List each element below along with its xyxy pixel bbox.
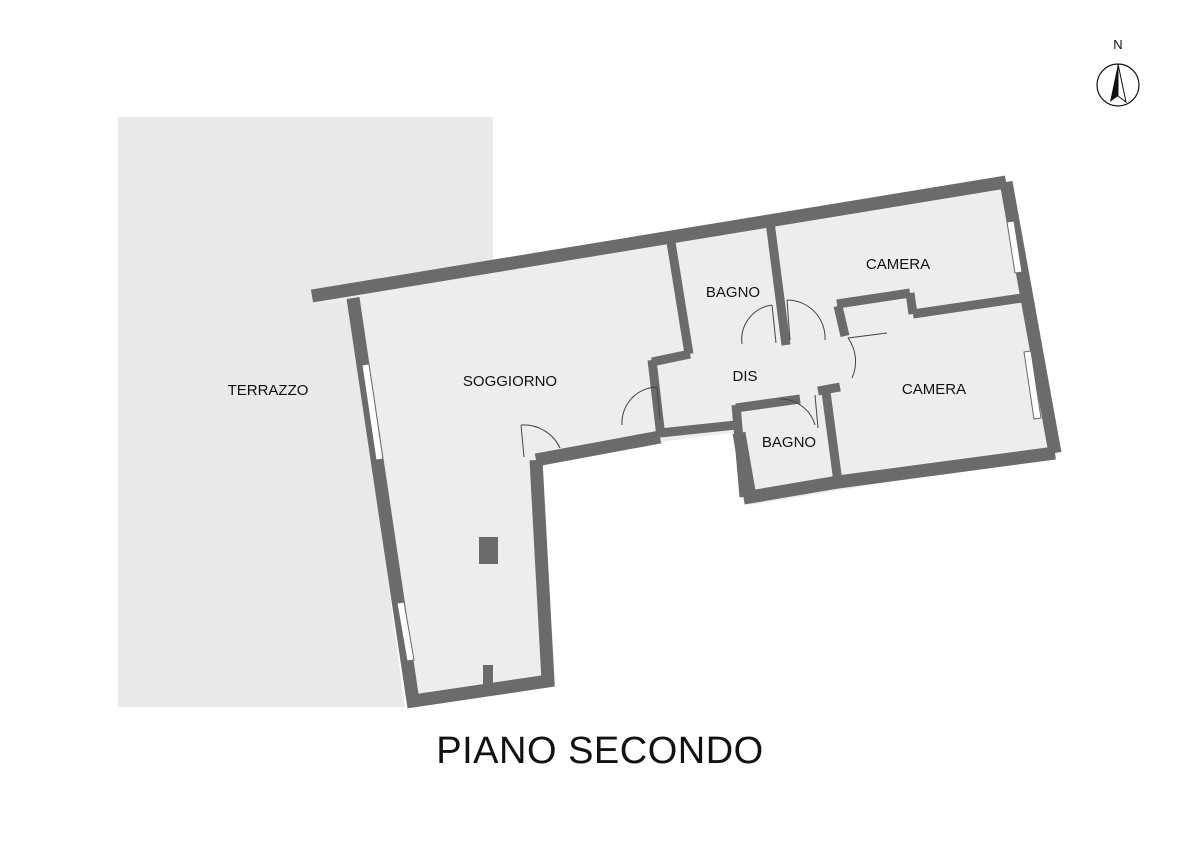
room-label-camera-2: CAMERA (902, 381, 966, 398)
room-label-terrazzo: TERRAZZO (228, 382, 309, 399)
room-label-bagno-2: BAGNO (762, 434, 816, 451)
room-label-dis: DIS (732, 368, 757, 385)
floor-title: PIANO SECONDO (436, 730, 764, 772)
north-label: N (1113, 37, 1122, 52)
column (479, 537, 498, 564)
room-label-bagno-1: BAGNO (706, 284, 760, 301)
apartment-floor (312, 178, 1055, 707)
room-label-soggiorno: SOGGIORNO (463, 373, 557, 390)
interior-walls (647, 221, 1023, 498)
wall-stub (483, 665, 493, 685)
windows (361, 220, 1042, 662)
north-arrow-icon: N (1096, 37, 1140, 107)
terrace-area (118, 117, 493, 707)
doors (520, 299, 888, 458)
room-label-camera-1: CAMERA (866, 256, 930, 273)
